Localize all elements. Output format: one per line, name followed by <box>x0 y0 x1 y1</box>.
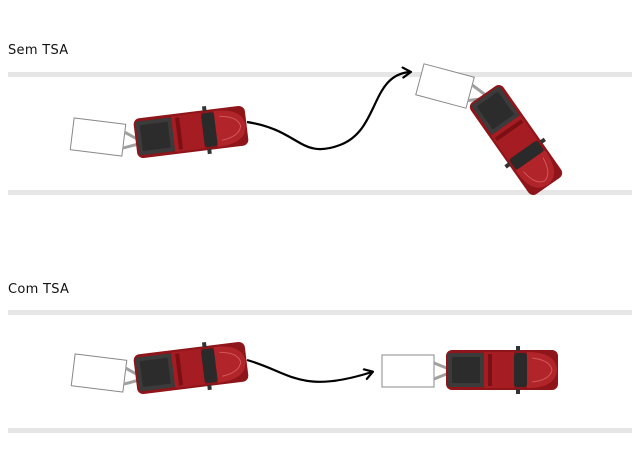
pickup-truck-icon <box>131 336 251 400</box>
trajectory-arrow <box>246 358 372 383</box>
lane-line-top-2 <box>8 310 632 315</box>
trajectory-arrow <box>246 72 410 151</box>
lane-line-top-1 <box>8 72 632 77</box>
scene-title-with-tsa: Com TSA <box>8 282 70 297</box>
scene-title-without-tsa: Sem TSA <box>8 43 69 58</box>
lane-line-bottom-2 <box>8 428 632 433</box>
trailer-icon <box>380 353 456 389</box>
lane-line-bottom-1 <box>8 190 632 195</box>
pickup-truck-jackknifed-icon <box>463 79 569 201</box>
pickup-truck-icon <box>131 100 251 164</box>
pickup-truck-stable-icon <box>445 345 559 395</box>
